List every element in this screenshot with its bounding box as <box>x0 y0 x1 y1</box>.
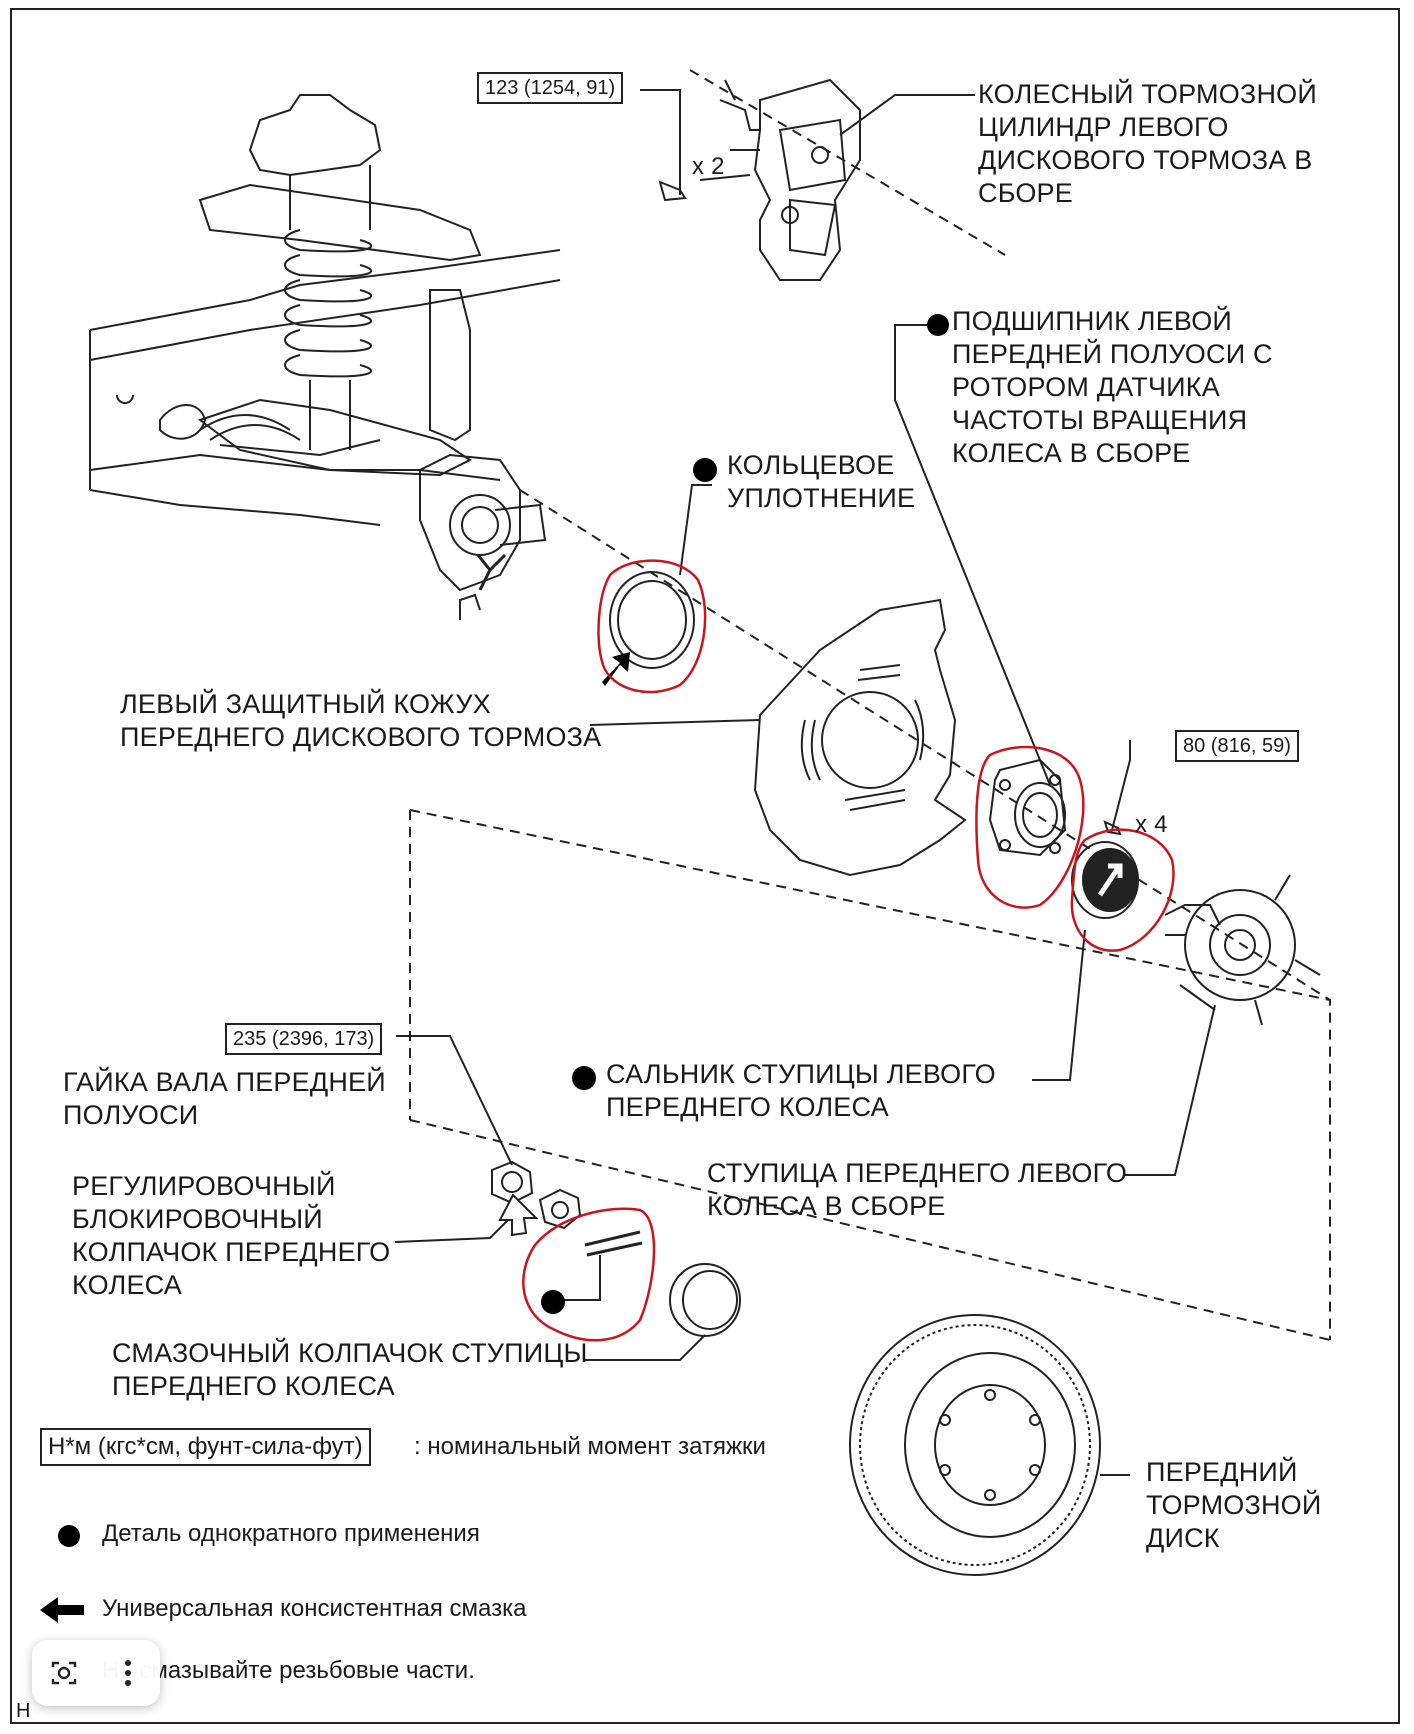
cotter-pin <box>584 1230 643 1257</box>
lens-icon <box>51 1661 77 1685</box>
lens-button[interactable] <box>41 1650 87 1696</box>
legend-no-grease-threads: Не смазывайте резьбовые части. <box>102 1657 475 1684</box>
lock-cap <box>538 1188 582 1230</box>
corner-mark: H <box>16 1700 31 1722</box>
torque-caliper-bolt: 123 (1254, 91) <box>477 72 624 104</box>
dust-cover <box>753 598 967 877</box>
red-annotations <box>522 559 1175 1342</box>
diagram-frame <box>10 8 1400 1724</box>
box-outline <box>409 809 1331 1340</box>
legend-grease: Универсальная консистентная смазка <box>102 1595 527 1622</box>
non-reusable-dot-icon <box>693 458 717 482</box>
o-ring <box>609 571 695 669</box>
non-reusable-dot-icon <box>58 1525 80 1547</box>
qty-hub-bolt: x 4 <box>1135 811 1168 838</box>
wheel-hub <box>1164 874 1321 1026</box>
more-options-button[interactable] <box>105 1650 151 1696</box>
torque-axle-nut: 235 (2396, 173) <box>225 1023 383 1055</box>
axis-line <box>519 489 1331 1001</box>
suspension-assembly <box>89 94 561 620</box>
qty-caliper-bolt: x 2 <box>692 153 725 180</box>
hub-bearing <box>988 758 1067 857</box>
non-reusable-dot-icon <box>572 1066 596 1090</box>
label-axle-nut: ГАЙКА ВАЛА ПЕРЕДНЕЙ ПОЛУОСИ <box>63 1067 386 1130</box>
non-reusable-dot-icon <box>541 1290 565 1314</box>
legend-torque-unit: Н*м (кгс*см, фунт-сила-фут) <box>40 1428 371 1466</box>
label-grease-cap: СМАЗОЧНЫЙ КОЛПАЧОК СТУПИЦЫ ПЕРЕДНЕГО КОЛ… <box>112 1338 588 1401</box>
legend-non-reusable: Деталь однократного применения <box>102 1520 480 1547</box>
grease-arrow-icon <box>40 1597 84 1623</box>
label-o-ring: КОЛЬЦЕВОЕ УПЛОТНЕНИЕ <box>727 450 916 513</box>
label-oil-seal: САЛЬНИК СТУПИЦЫ ЛЕВОГО ПЕРЕДНЕГО КОЛЕСА <box>606 1059 996 1122</box>
more-vert-icon <box>125 1660 131 1686</box>
label-bearing: ПОДШИПНИК ЛЕВОЙ ПЕРЕДНЕЙ ПОЛУОСИ С РОТОР… <box>952 306 1273 468</box>
axle-nut <box>491 1160 539 1237</box>
torque-hub-bolt: 80 (816, 59) <box>1175 730 1299 762</box>
label-disc: ПЕРЕДНИЙ ТОРМОЗНОЙ ДИСК <box>1146 1457 1322 1553</box>
label-hub: СТУПИЦА ПЕРЕДНЕГО ЛЕВОГО КОЛЕСА В СБОРЕ <box>707 1158 1128 1221</box>
image-viewer-toolbar <box>32 1640 160 1706</box>
caliper-bolt <box>658 180 687 202</box>
grease-cap <box>669 1263 741 1337</box>
label-caliper: КОЛЕСНЫЙ ТОРМОЗНОЙ ЦИЛИНДР ЛЕВОГО ДИСКОВ… <box>978 79 1317 208</box>
grease-arrow-icon <box>602 652 630 686</box>
brake-caliper <box>699 78 861 281</box>
label-lock-cap: РЕГУЛИРОВОЧНЫЙ БЛОКИРОВОЧНЫЙ КОЛПАЧОК ПЕ… <box>72 1171 391 1300</box>
legend-torque-desc: : номинальный момент затяжки <box>414 1433 766 1460</box>
brake-disc <box>849 1314 1101 1576</box>
label-dust-cover: ЛЕВЫЙ ЗАЩИТНЫЙ КОЖУХ ПЕРЕДНЕГО ДИСКОВОГО… <box>120 689 602 752</box>
non-reusable-dot-icon <box>927 314 949 336</box>
